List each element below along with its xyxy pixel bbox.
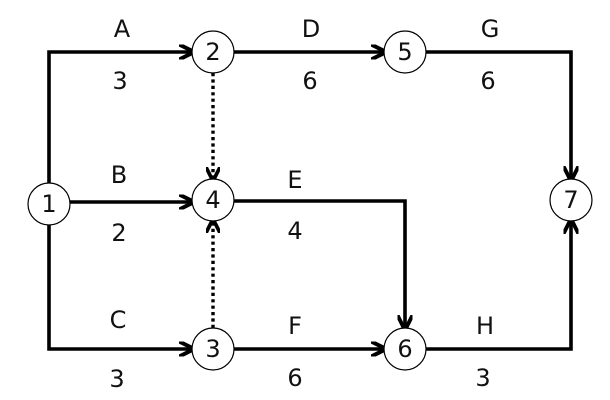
activity-arrow-h — [426, 221, 571, 351]
edges-layer — [47, 50, 571, 351]
activity-label-f: F — [288, 312, 302, 340]
activity-label-h: H — [476, 312, 494, 340]
nodes-layer: 1 2 3 4 5 6 7 — [27, 30, 593, 371]
activity-duration-d: 6 — [302, 67, 317, 95]
node-6: 6 — [383, 327, 427, 371]
activity-label-a: A — [114, 15, 131, 43]
activity-duration-c: 3 — [109, 365, 124, 393]
node-4: 4 — [191, 178, 235, 222]
node-label-7: 7 — [563, 186, 578, 214]
node-label-2: 2 — [205, 38, 220, 66]
activity-label-e: E — [287, 166, 302, 194]
node-label-1: 1 — [41, 190, 56, 218]
node-circle-6 — [383, 327, 427, 371]
activity-label-d: D — [302, 15, 320, 43]
node-circle-7 — [549, 178, 593, 222]
node-7: 7 — [549, 178, 593, 222]
node-circle-5 — [383, 30, 427, 74]
node-circle-1 — [27, 182, 71, 226]
activity-label-g: G — [481, 15, 500, 43]
node-label-6: 6 — [397, 335, 412, 363]
activity-arrow-g — [426, 50, 571, 179]
node-circle-3 — [191, 327, 235, 371]
activity-arrow-e — [234, 199, 405, 328]
activity-duration-g: 6 — [480, 67, 495, 95]
activity-arrow-a — [47, 52, 192, 183]
node-label-5: 5 — [397, 38, 412, 66]
activity-duration-b: 2 — [111, 219, 126, 247]
node-circle-4 — [191, 178, 235, 222]
activity-label-b: B — [111, 161, 127, 189]
node-2: 2 — [191, 30, 235, 74]
activity-arrow-c — [47, 225, 192, 349]
activity-duration-f: 6 — [287, 364, 302, 392]
activity-duration-h: 3 — [475, 364, 490, 392]
node-1: 1 — [27, 182, 71, 226]
activity-duration-a: 3 — [112, 67, 127, 95]
node-3: 3 — [191, 327, 235, 371]
node-5: 5 — [383, 30, 427, 74]
node-label-4: 4 — [205, 186, 220, 214]
node-label-3: 3 — [205, 335, 220, 363]
activity-label-c: C — [110, 306, 127, 334]
node-circle-2 — [191, 30, 235, 74]
activity-duration-e: 4 — [287, 217, 302, 245]
